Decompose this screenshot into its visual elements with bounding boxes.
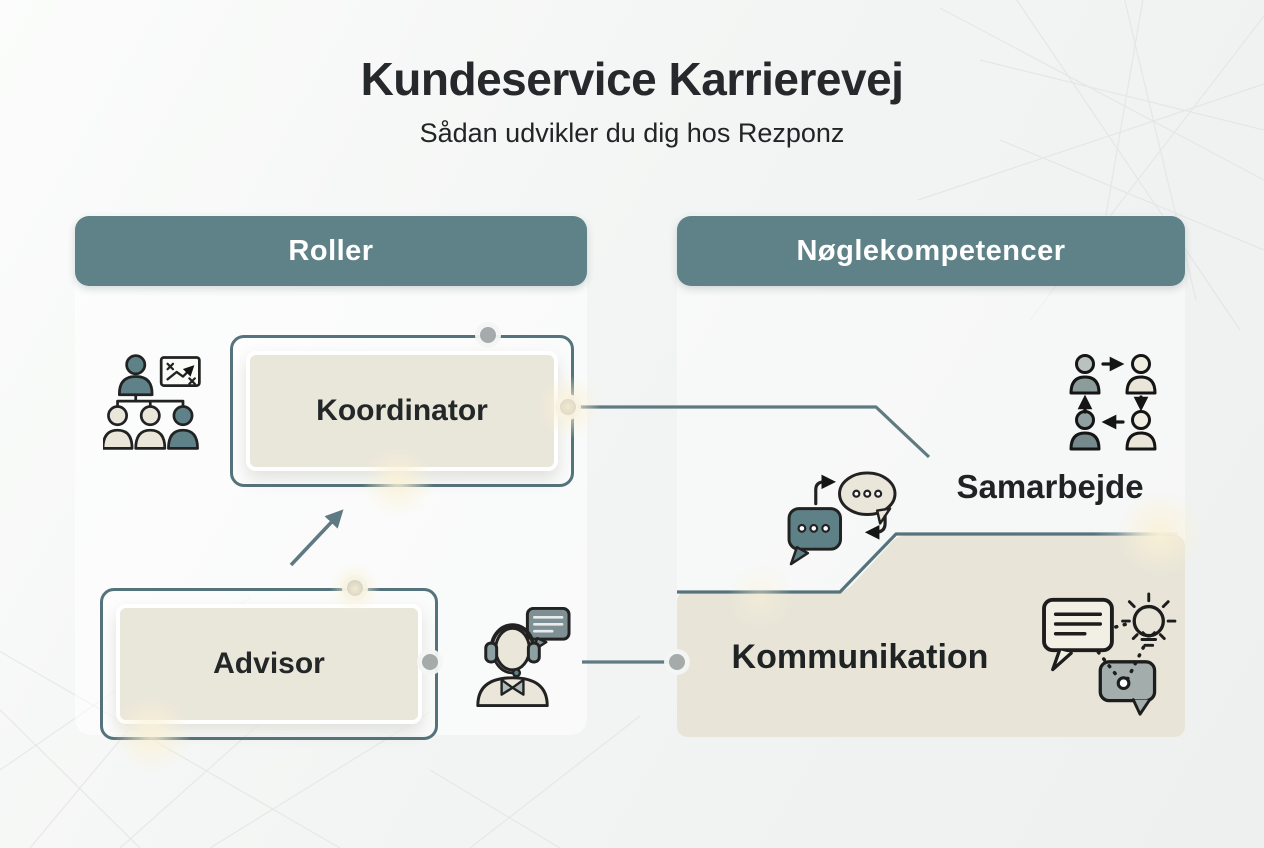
koordinator-box: Koordinator bbox=[230, 335, 574, 487]
koordinator-top-dot bbox=[480, 327, 496, 343]
advisor-top-dot bbox=[347, 580, 363, 596]
koordinator-right-dot bbox=[560, 399, 576, 415]
people-cycle-icon bbox=[1069, 354, 1157, 451]
advisor-label: Advisor bbox=[116, 604, 422, 724]
org-chart-icon bbox=[103, 354, 201, 450]
kommunikation-band-dot bbox=[669, 654, 685, 670]
page-title: Kundeservice Karrierevej bbox=[360, 53, 904, 105]
competencies-header: Nøglekompetencer bbox=[677, 216, 1185, 286]
roles-header: Roller bbox=[75, 216, 587, 286]
koordinator-label: Koordinator bbox=[246, 351, 558, 471]
advisor-box: Advisor bbox=[100, 588, 438, 740]
idea-chat-icon bbox=[1042, 592, 1177, 716]
headset-agent-icon bbox=[476, 606, 571, 708]
page-subtitle: Sådan udvikler du dig hos Rezponz bbox=[419, 118, 845, 148]
chat-exchange-icon bbox=[787, 471, 897, 566]
advisor-right-dot bbox=[422, 654, 438, 670]
samarbejde-label: Samarbejde bbox=[956, 468, 1144, 505]
kommunikation-label: Kommunikation bbox=[731, 638, 989, 676]
